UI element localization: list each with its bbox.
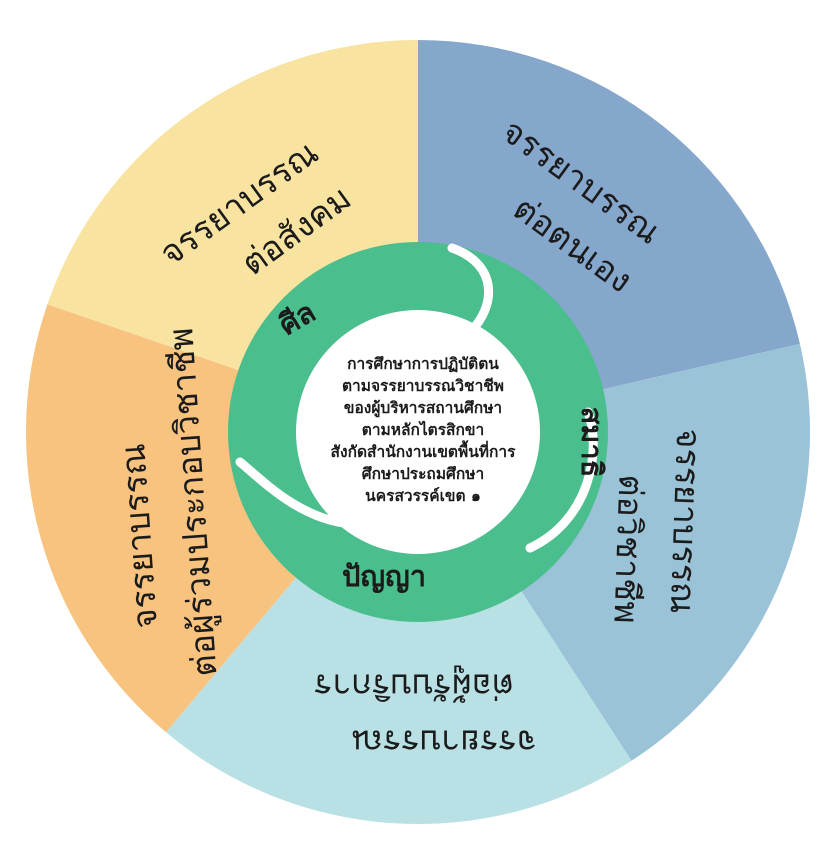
center-circle <box>296 310 540 554</box>
ring-divider-1 <box>525 407 598 553</box>
segment-label-line: ต่อผู้รับบริการ <box>314 666 514 706</box>
center-title-line: ตามจรรยาบรรณวิชาชีพ <box>341 377 505 395</box>
center-title: การศึกษาการปฏิบัติตนตามจรรยาบรรณวิชาชีพข… <box>318 340 528 520</box>
segment-label-line: ต่อวิชาชีพ <box>605 474 650 625</box>
center-title-line: นครสวรรค์เขต ๑ <box>365 487 481 505</box>
center-title-line: ตามหลักไตรสิกขา <box>361 421 485 439</box>
center-title-line: สังกัดสำนักงานเขตพื้นที่การ <box>330 443 516 461</box>
segment-label-line: จรรยาบรรณ <box>662 428 708 614</box>
center-title-line: ของผู้บริหารสถานศึกษา <box>343 399 503 417</box>
ring-divider-0 <box>447 243 493 337</box>
segment-label-2: จรรยาบรรณ ต่อวิชาชีพ <box>605 428 708 625</box>
segment-label-line: จรรยาบรรณ <box>351 722 536 762</box>
center-title-line: การศึกษาการปฏิบัติตน <box>347 355 499 373</box>
virtue-label-1: สมาธิ <box>575 407 609 478</box>
center-title-line: ศึกษาประถมศึกษา <box>361 465 485 483</box>
segment-label-3: จรรยาบรรณ ต่อผู้รับบริการ <box>314 666 537 762</box>
virtue-label-2: ปัญญา <box>342 559 426 594</box>
segment-3 <box>166 432 632 824</box>
